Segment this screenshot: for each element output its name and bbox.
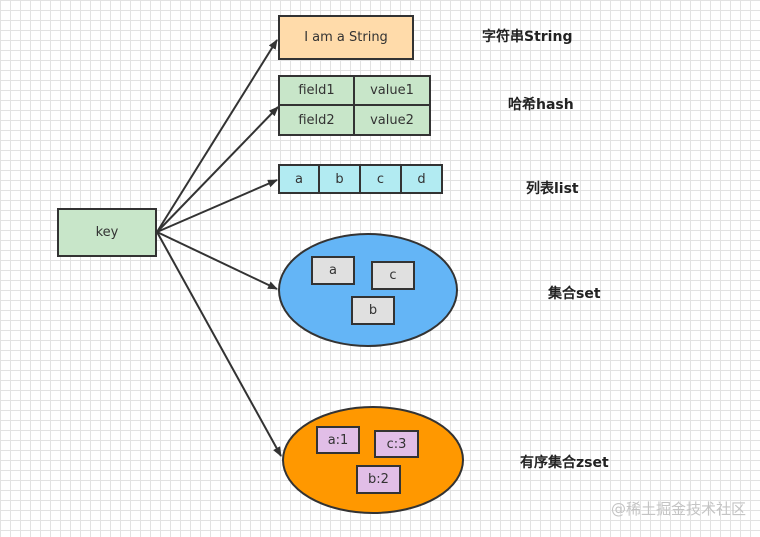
hash-field-cell-2: field2 bbox=[278, 104, 355, 136]
zset-member-b: b:2 bbox=[356, 465, 401, 494]
set-caption: 集合set bbox=[548, 286, 601, 302]
zset-member-label: c:3 bbox=[386, 436, 407, 452]
watermark: @稀土掘金技术社区 bbox=[610, 500, 746, 518]
set-member-c: c bbox=[371, 261, 415, 290]
hash-value-cell-1: value1 bbox=[353, 75, 431, 106]
hash-value-cell-2: value2 bbox=[353, 104, 431, 136]
list-item-1: a bbox=[278, 164, 320, 194]
list-item-2: b bbox=[318, 164, 361, 194]
hash-value-2: value2 bbox=[370, 112, 414, 128]
key-label: key bbox=[95, 225, 119, 240]
zset-member-label: b:2 bbox=[368, 472, 389, 487]
set-member-label: c bbox=[389, 268, 397, 283]
hash-field-1: field1 bbox=[298, 83, 335, 98]
list-item-label: b bbox=[335, 171, 344, 187]
key-box: key bbox=[57, 208, 157, 257]
string-box: I am a String bbox=[278, 15, 414, 60]
zset-member-a: a:1 bbox=[316, 426, 360, 454]
list-caption: 列表list bbox=[526, 181, 579, 197]
zset-member-c: c:3 bbox=[374, 430, 419, 458]
list-item-label: c bbox=[376, 171, 385, 187]
set-member-a: a bbox=[311, 256, 355, 285]
zset-ellipse bbox=[282, 406, 464, 514]
list-item-3: c bbox=[359, 164, 402, 194]
string-value: I am a String bbox=[304, 30, 388, 45]
arrow-key-to-zset bbox=[156, 231, 282, 457]
zset-member-label: a:1 bbox=[327, 432, 349, 448]
list-item-label: d bbox=[417, 171, 426, 187]
arrow-key-to-string bbox=[156, 39, 278, 233]
zset-caption: 有序集合zset bbox=[520, 455, 609, 471]
list-item-4: d bbox=[400, 164, 443, 194]
arrow-key-to-set bbox=[156, 231, 278, 290]
arrow-key-to-list bbox=[156, 179, 278, 233]
hash-field-2: field2 bbox=[298, 112, 335, 128]
hash-caption: 哈希hash bbox=[508, 97, 574, 113]
set-ellipse bbox=[278, 233, 458, 347]
set-member-b: b bbox=[351, 296, 395, 325]
string-caption: 字符串String bbox=[482, 29, 573, 45]
hash-value-1: value1 bbox=[370, 83, 414, 98]
set-member-label: b bbox=[368, 303, 378, 318]
set-member-label: a bbox=[329, 263, 337, 278]
list-item-label: a bbox=[295, 171, 303, 187]
hash-field-cell-1: field1 bbox=[278, 75, 355, 106]
arrow-key-to-hash bbox=[156, 106, 279, 233]
